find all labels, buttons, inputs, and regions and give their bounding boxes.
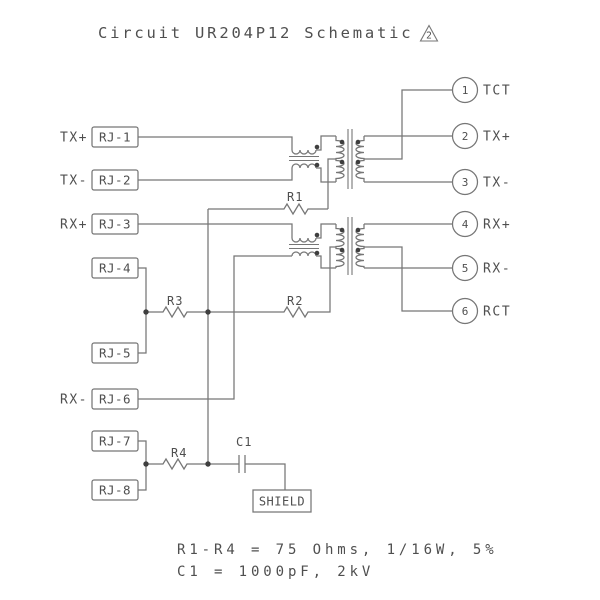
capacitor-c1-label: C1 — [236, 435, 252, 449]
shield-box — [252, 489, 312, 513]
resistor-r2-symbol — [208, 246, 336, 319]
rj-7-label: RJ-7 — [99, 434, 131, 449]
tx-wiring — [138, 89, 453, 209]
pin-1-circle — [451, 76, 479, 104]
pin-4-number: 4 — [462, 218, 469, 231]
pin-5-number: 5 — [462, 262, 469, 275]
resistor-r3-label: R3 — [167, 294, 183, 308]
rj-connectors: RJ-1 RJ-2 RJ-3 RJ-4 RJ-5 RJ-6 RJ-7 RJ-8 — [91, 126, 139, 501]
termination-network: SHIELD — [138, 202, 336, 513]
pin-6-number: 6 — [462, 305, 469, 318]
revision-triangle-icon: 2 — [419, 24, 439, 42]
pin-5-label: RX- — [483, 262, 511, 277]
pin-3-number: 3 — [462, 176, 469, 189]
port-label-rx-minus: RX- — [60, 393, 88, 408]
resistor-r4-label: R4 — [171, 446, 187, 460]
rx-choke — [289, 223, 336, 269]
rj-3-label: RJ-3 — [99, 217, 131, 232]
rj-2-label: RJ-2 — [99, 173, 131, 188]
pin-4-label: RX+ — [483, 218, 511, 233]
pin-1-number: 1 — [462, 84, 469, 97]
port-label-tx-minus: TX- — [60, 174, 88, 189]
resistor-r3-symbol — [146, 305, 208, 319]
resistor-r2-label: R2 — [287, 294, 303, 308]
tx-choke — [289, 135, 336, 183]
pin-2-circle — [451, 122, 479, 150]
rj-5-label: RJ-5 — [99, 346, 131, 361]
pin-5-circle — [451, 254, 479, 282]
pin-3-circle — [451, 168, 479, 196]
resistor-r4-symbol — [146, 457, 239, 471]
polarity-dots — [314, 139, 361, 256]
rj-4-label: RJ-4 — [99, 261, 131, 276]
pin-3-label: TX- — [483, 176, 511, 191]
port-label-rx-plus: RX+ — [60, 218, 88, 233]
rx-wiring — [138, 217, 453, 400]
shield-label: SHIELD — [259, 495, 305, 509]
rj-8-label: RJ-8 — [99, 483, 131, 498]
pin-terminals: 1 TCT 2 TX+ 3 TX- 4 RX+ 5 RX- 6 RCT — [451, 76, 511, 325]
page-title: Circuit UR204P12 Schematic — [98, 24, 413, 42]
revision-number: 2 — [426, 31, 432, 42]
capacitor-c1-symbol — [238, 455, 286, 490]
pin-6-circle — [451, 297, 479, 325]
resistor-r1-label: R1 — [287, 190, 303, 204]
tx-transformer — [335, 129, 365, 189]
resistor-r1-symbol — [208, 202, 328, 216]
rx-transformer — [335, 217, 365, 275]
pin-4-circle — [451, 210, 479, 238]
junction-dots — [143, 309, 211, 467]
note-capacitor: C1 = 1000pF, 2kV — [177, 564, 374, 580]
rj-6-label: RJ-6 — [99, 392, 131, 407]
pin-2-number: 2 — [462, 130, 469, 143]
pin-6-label: RCT — [483, 305, 511, 320]
note-resistors: R1-R4 = 75 Ohms, 1/16W, 5% — [177, 542, 498, 558]
rj-1-label: RJ-1 — [99, 130, 131, 145]
pin-1-label: TCT — [483, 84, 511, 99]
pin-2-label: TX+ — [483, 130, 511, 145]
port-label-tx-plus: TX+ — [60, 131, 88, 146]
